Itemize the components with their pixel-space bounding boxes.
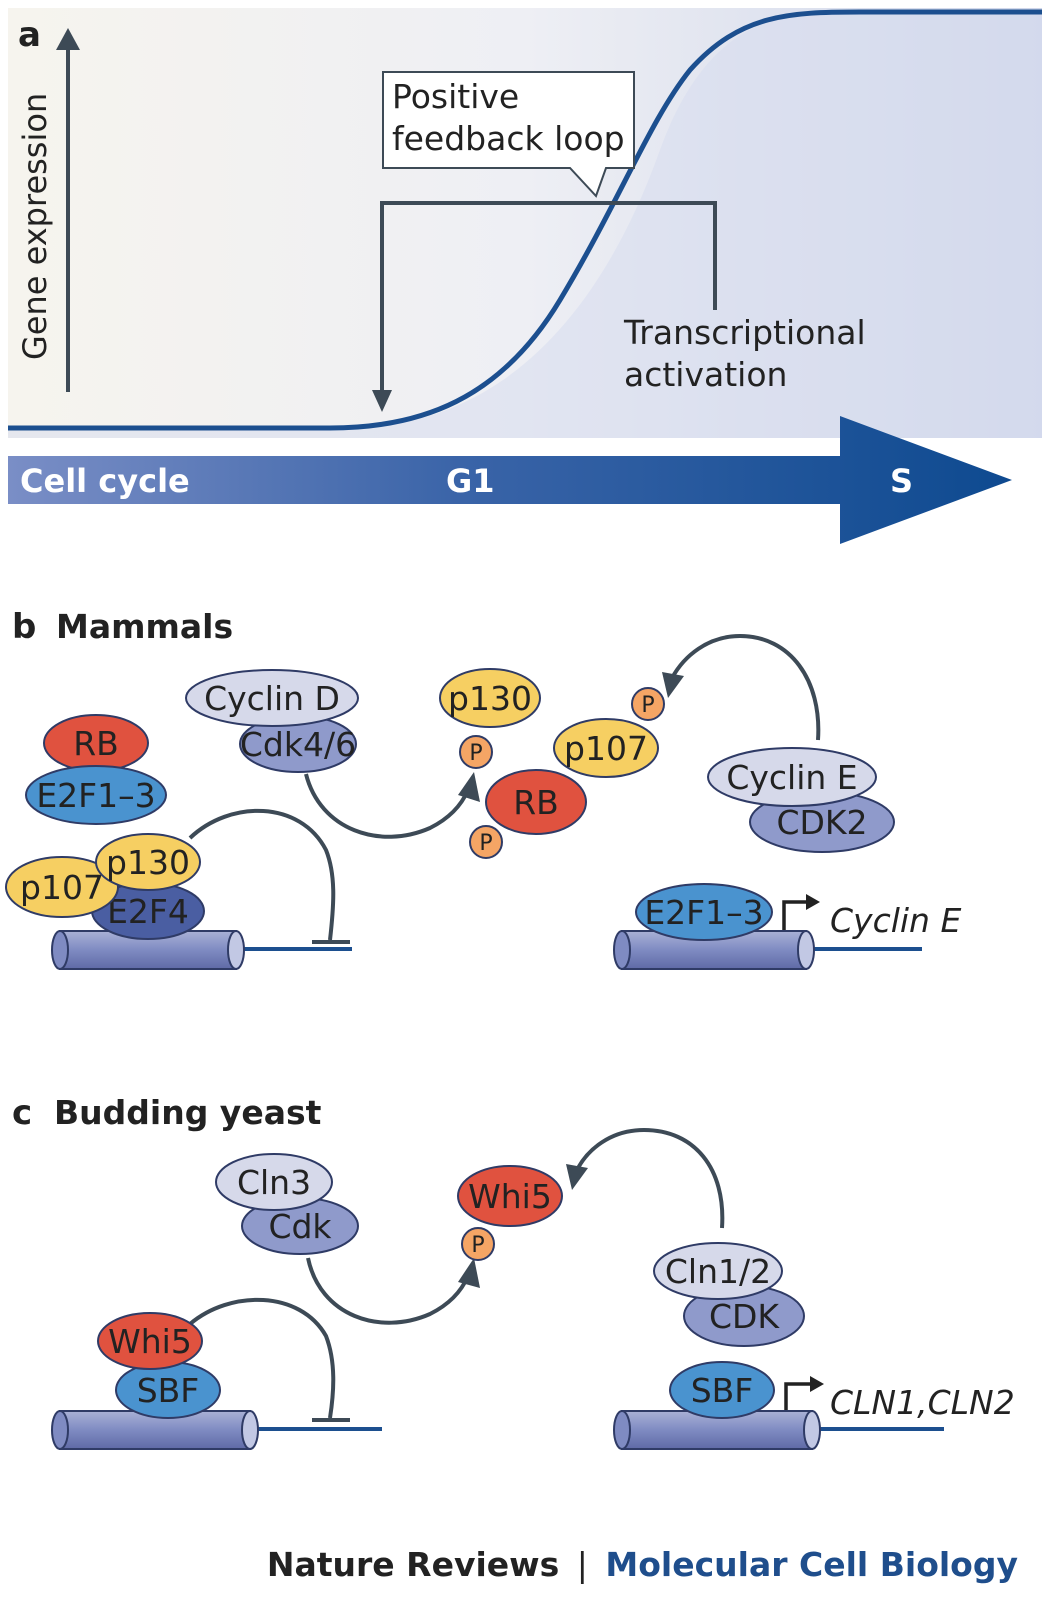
callout-box — [382, 71, 635, 198]
transcription-start-arrowhead — [806, 894, 820, 910]
whi5-label: Whi5 — [108, 1322, 192, 1361]
transcription-start-arrow — [782, 900, 808, 930]
p107-phos-label: p107 — [564, 729, 648, 768]
panel-a-letter: a — [18, 15, 41, 55]
dna-cylinder-cap-left — [51, 930, 69, 970]
p107-protein — [5, 856, 119, 918]
cyclin-e-protein — [707, 747, 877, 807]
p130-phos-label: p130 — [448, 679, 532, 718]
whi5-protein — [97, 1312, 203, 1370]
phosphate-whi5 — [461, 1227, 495, 1261]
whi5-phosphorylated — [457, 1165, 563, 1227]
sbf-label: SBF — [137, 1371, 200, 1410]
y-axis-label: Gene expression — [16, 93, 54, 360]
footer-separator: | — [577, 1545, 588, 1584]
feedback-loop-line — [380, 201, 717, 395]
s-label: S — [890, 462, 913, 500]
panel-b-letter: b — [12, 607, 36, 647]
dna-cylinder-cap-left — [51, 1410, 69, 1450]
yeast-repressed-promoter — [51, 1410, 382, 1450]
cdk2-label: CDK2 — [776, 803, 867, 842]
phosphate-rb — [469, 825, 503, 859]
e2f13-bound-label: E2F1–3 — [644, 893, 763, 932]
feedback-arrowhead — [372, 390, 392, 412]
phosphate-rb-label: P — [479, 831, 492, 856]
dna-cylinder-cap-right — [797, 930, 815, 970]
p130-label: p130 — [106, 843, 190, 882]
cyclin-d-label: Cyclin D — [204, 679, 340, 718]
cdk-right-label: CDK — [709, 1297, 780, 1336]
cln12-protein — [653, 1242, 783, 1300]
sbf-bound-label: SBF — [691, 1371, 754, 1410]
e2f4-label: E2F4 — [107, 892, 189, 931]
cln-gene-label: CLN1,CLN2 — [830, 1383, 1015, 1422]
footer: Nature Reviews | Molecular Cell Biology — [267, 1545, 1018, 1584]
transcriptional-activation-line1: Transcriptional — [623, 313, 866, 352]
dna-cylinder-cap-left — [613, 1410, 631, 1450]
yeast-transcription-start-arrow — [784, 1382, 812, 1410]
dna-cylinder-cap-left — [613, 930, 631, 970]
phosphate-whi5-label: P — [471, 1233, 484, 1258]
cdk46-arrowhead — [458, 772, 480, 802]
cln3-label: Cln3 — [237, 1163, 311, 1202]
cdk46-phosphorylation-arrow — [304, 773, 470, 839]
panel-c: c Budding yeast SBF Whi5 Cdk Cln3 Whi5 P — [12, 1093, 1015, 1450]
p130-protein — [95, 833, 201, 891]
whi5-phos-label: Whi5 — [468, 1177, 552, 1216]
panel-c-title: Budding yeast — [54, 1093, 322, 1132]
e2f13-protein — [25, 765, 167, 825]
footer-journal: Nature Reviews — [267, 1545, 559, 1584]
yeast-inhibition-arc — [188, 1297, 336, 1419]
cln3-protein — [215, 1153, 333, 1211]
cdk-label: Cdk — [268, 1207, 332, 1246]
cln12-label: Cln1/2 — [665, 1252, 771, 1291]
cell-cycle-arrow — [8, 416, 1012, 544]
sbf-bound-protein — [669, 1361, 775, 1419]
expression-area — [8, 14, 1042, 438]
p107-label: p107 — [20, 868, 104, 907]
rb-phosphorylated — [485, 769, 587, 835]
repressed-promoter — [51, 930, 352, 970]
callout-line1: Positive — [392, 77, 519, 116]
expression-curve — [8, 9, 1042, 431]
phosphate-p130-label: P — [469, 741, 482, 766]
cdk46-label: Cdk4/6 — [240, 725, 356, 764]
cyclin-e-label: Cyclin E — [726, 758, 857, 797]
phosphate-p130 — [459, 735, 493, 769]
p107-phosphorylated — [553, 718, 659, 778]
footer-credit: Nature Reviews | Molecular Cell Biology — [267, 1545, 1018, 1584]
rb-label: RB — [73, 724, 119, 763]
callout-line2: feedback loop — [392, 119, 625, 158]
cln12-arrowhead — [566, 1164, 588, 1190]
cdk2-arrowhead — [662, 672, 684, 698]
panel-b: b Mammals RB E2F1–3 E2F4 p107 p130 Cdk4/… — [5, 607, 961, 970]
phosphate-p107 — [631, 687, 665, 721]
cln12-phosphorylation-arrow — [576, 1127, 725, 1229]
transcriptional-activation-line2: activation — [624, 355, 787, 394]
panel-c-letter: c — [12, 1093, 32, 1133]
dna-cylinder-cap-right — [227, 930, 245, 970]
panel-b-title: Mammals — [56, 607, 233, 646]
cdk2-phosphorylation-arrow — [670, 633, 821, 741]
cln3-phosphorylation-arrow — [306, 1257, 470, 1325]
panel-a: a Gene expression Positive feedback loop… — [8, 8, 1042, 544]
yeast-transcription-start-arrowhead — [810, 1376, 824, 1392]
e2f13-label: E2F1–3 — [36, 776, 155, 815]
dna-cylinder-cap-right — [803, 1410, 821, 1450]
phosphate-p107-label: P — [641, 693, 654, 718]
y-axis-arrowhead — [56, 28, 80, 50]
rb-phos-label: RB — [513, 783, 559, 822]
cln3-arrowhead — [458, 1258, 480, 1288]
g1-label: G1 — [446, 462, 495, 500]
e2f13-bound-protein — [635, 883, 773, 941]
cyclin-e-gene-label: Cyclin E — [830, 901, 961, 940]
p130-phosphorylated — [439, 668, 541, 728]
cell-cycle-label: Cell cycle — [20, 462, 190, 500]
dna-cylinder-cap-right — [241, 1410, 259, 1450]
inhibition-arc — [188, 809, 336, 941]
footer-section: Molecular Cell Biology — [605, 1545, 1018, 1584]
cyclin-d-protein — [185, 669, 359, 727]
